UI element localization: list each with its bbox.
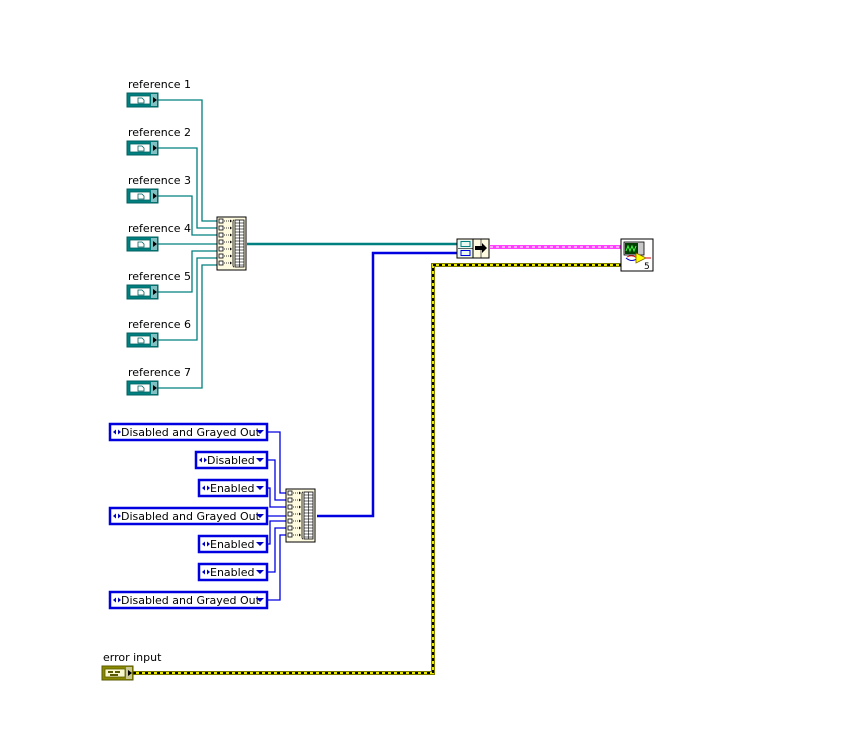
document-icon: [137, 97, 145, 104]
state-wire[interactable]: [267, 520, 287, 545]
state-value: Disabled and Grayed Out: [121, 510, 261, 523]
array-element-terminal[interactable]: [218, 246, 224, 252]
decrement-arrow-icon[interactable]: [113, 429, 116, 435]
document-icon: [137, 193, 145, 200]
array-element-terminal[interactable]: [218, 260, 224, 266]
reference-wire[interactable]: [158, 147, 218, 229]
document-icon: [137, 337, 145, 344]
enum-array-wire[interactable]: [317, 251, 457, 518]
reference-control[interactable]: reference 1: [126, 78, 191, 108]
reference-wire[interactable]: [158, 264, 218, 389]
state-value: Disabled and Grayed Out: [121, 426, 261, 439]
dropdown-arrow-icon[interactable]: [256, 458, 264, 462]
reference-control[interactable]: reference 7: [126, 366, 191, 396]
state-enum-control[interactable]: Enabled: [197, 478, 269, 498]
reference-wire[interactable]: [158, 195, 218, 236]
state-enum-control[interactable]: Disabled: [194, 450, 269, 470]
increment-arrow-icon[interactable]: [118, 513, 121, 519]
dropdown-arrow-icon[interactable]: [256, 514, 264, 518]
state-value: Enabled: [210, 566, 254, 579]
reference-wire[interactable]: [158, 250, 218, 293]
error-input-control[interactable]: error input: [101, 651, 162, 681]
reference-label: reference 4: [128, 222, 191, 235]
array-element-terminal[interactable]: [218, 218, 224, 224]
reference-wire[interactable]: [158, 257, 218, 341]
array-element-terminal[interactable]: [287, 490, 293, 496]
bundle-node[interactable]: [456, 238, 490, 259]
increment-arrow-icon[interactable]: [207, 569, 210, 575]
state-wire[interactable]: [267, 459, 287, 501]
reference-label: reference 7: [128, 366, 191, 379]
array-element-terminal[interactable]: [287, 504, 293, 510]
reference-control[interactable]: reference 4: [126, 222, 191, 252]
reference-label: reference 5: [128, 270, 191, 283]
decrement-arrow-icon[interactable]: [202, 485, 205, 491]
subvi-node[interactable]: 5: [620, 238, 654, 272]
array-element-terminal[interactable]: [287, 511, 293, 517]
state-wire[interactable]: [267, 534, 287, 601]
reference-control[interactable]: reference 5: [126, 270, 191, 300]
subvi-badge: 5: [644, 262, 650, 272]
state-value: Disabled: [207, 454, 255, 467]
error-input-label: error input: [103, 651, 162, 664]
reference-label: reference 2: [128, 126, 191, 139]
increment-arrow-icon[interactable]: [118, 597, 121, 603]
state-wire[interactable]: [267, 431, 287, 494]
state-enum-control[interactable]: Disabled and Grayed Out: [108, 506, 269, 526]
reference-control[interactable]: reference 3: [126, 174, 191, 204]
array-element-terminal[interactable]: [287, 518, 293, 524]
error-wire[interactable]: [133, 263, 621, 675]
decrement-arrow-icon[interactable]: [202, 541, 205, 547]
state-enum-control[interactable]: Disabled and Grayed Out: [108, 422, 269, 442]
increment-arrow-icon[interactable]: [207, 485, 210, 491]
state-value: Disabled and Grayed Out: [121, 594, 261, 607]
array-element-terminal[interactable]: [287, 532, 293, 538]
reference-control[interactable]: reference 2: [126, 126, 191, 156]
increment-arrow-icon[interactable]: [207, 541, 210, 547]
decrement-arrow-icon[interactable]: [113, 597, 116, 603]
array-element-terminal[interactable]: [287, 497, 293, 503]
enum-wires: [267, 431, 287, 601]
dropdown-arrow-icon[interactable]: [256, 598, 264, 602]
reference-label: reference 3: [128, 174, 191, 187]
dropdown-arrow-icon[interactable]: [256, 570, 264, 574]
document-icon: [137, 145, 145, 152]
state-enum-control[interactable]: Enabled: [197, 534, 269, 554]
dropdown-arrow-icon[interactable]: [256, 430, 264, 434]
array-element-terminal[interactable]: [218, 239, 224, 245]
increment-arrow-icon[interactable]: [118, 429, 121, 435]
state-enum-control[interactable]: Disabled and Grayed Out: [108, 590, 269, 610]
decrement-arrow-icon[interactable]: [202, 569, 205, 575]
reference-label: reference 1: [128, 78, 191, 91]
build-array-references[interactable]: [216, 216, 247, 271]
document-icon: [137, 385, 145, 392]
state-value: Enabled: [210, 538, 254, 551]
reference-wire[interactable]: [158, 99, 218, 222]
decrement-arrow-icon[interactable]: [199, 457, 202, 463]
build-array-states[interactable]: [285, 488, 316, 543]
array-element-terminal[interactable]: [218, 232, 224, 238]
dropdown-arrow-icon[interactable]: [256, 542, 264, 546]
state-enum-control[interactable]: Enabled: [197, 562, 269, 582]
reference-label: reference 6: [128, 318, 191, 331]
state-wire[interactable]: [267, 487, 287, 508]
document-icon: [137, 241, 145, 248]
document-icon: [137, 289, 145, 296]
state-wire[interactable]: [267, 527, 287, 573]
increment-arrow-icon[interactable]: [204, 457, 207, 463]
reference-control[interactable]: reference 6: [126, 318, 191, 348]
array-element-terminal[interactable]: [287, 525, 293, 531]
decrement-arrow-icon[interactable]: [113, 513, 116, 519]
array-element-terminal[interactable]: [218, 253, 224, 259]
array-element-terminal[interactable]: [218, 225, 224, 231]
reference-wires: [158, 99, 218, 389]
state-value: Enabled: [210, 482, 254, 495]
dropdown-arrow-icon[interactable]: [256, 486, 264, 490]
